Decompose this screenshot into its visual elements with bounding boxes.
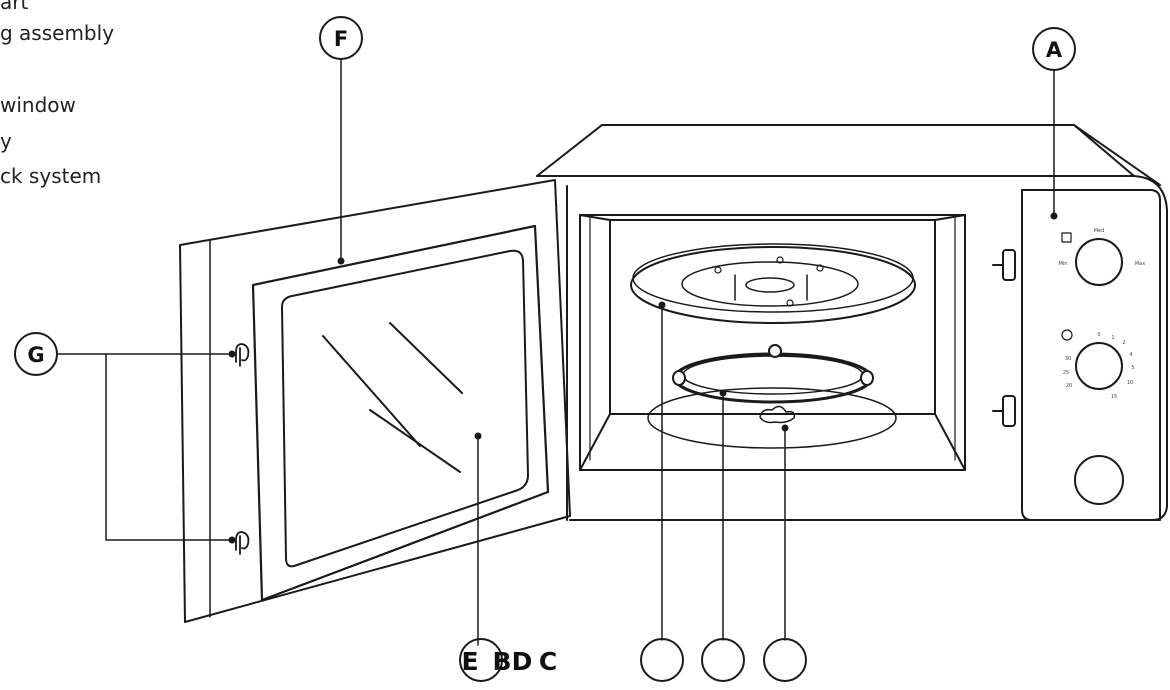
callout-circle-d <box>701 638 745 682</box>
door-inner-frame <box>251 224 550 602</box>
timer-tick-0: 0 <box>1097 332 1100 338</box>
microwave-body <box>536 124 1168 521</box>
legend-line-5: ck system <box>0 164 102 188</box>
legend-line-4: y <box>0 129 12 153</box>
timer-tick-1: 1 <box>1111 335 1114 341</box>
door-outer-frame <box>179 179 571 623</box>
legend-line-2: g assembly <box>0 21 115 45</box>
callout-circle-b <box>640 638 684 682</box>
timer-dial[interactable] <box>1075 342 1123 390</box>
timer-tick-30: 30 <box>1065 356 1071 362</box>
timer-tick-5: 5 <box>1131 365 1134 371</box>
timer-tick-10: 10 <box>1127 380 1133 386</box>
power-dial[interactable] <box>1075 238 1123 286</box>
callout-circle-f <box>319 16 363 60</box>
door-hook-bottom <box>235 531 250 555</box>
label-c: C <box>539 647 557 676</box>
timer-tick-20: 20 <box>1066 383 1072 389</box>
callout-letter-g: G <box>27 343 44 367</box>
turntable-coupler <box>759 405 796 424</box>
callout-circle-c <box>763 638 807 682</box>
callout-circle-g <box>14 332 58 376</box>
power-label-med: Med <box>1094 228 1105 234</box>
latch-receiver-top <box>992 249 1016 281</box>
timer-tick-15: 15 <box>1111 394 1117 400</box>
leader-g-bottom <box>105 353 233 541</box>
callout-circle-a <box>1032 27 1076 71</box>
door-hook-top <box>235 343 250 367</box>
control-panel <box>1021 189 1161 521</box>
callout-letter-a: A <box>1046 38 1063 62</box>
power-label-min: Min <box>1059 261 1068 267</box>
power-label-max: Max <box>1135 261 1145 267</box>
legend-line-1: art <box>0 0 29 14</box>
glass-tray <box>630 243 916 324</box>
callout-circle-e <box>459 638 503 682</box>
door-release-button[interactable] <box>1074 455 1124 505</box>
power-level-icon <box>1061 232 1072 243</box>
label-d: D <box>512 647 533 676</box>
timer-tick-2: 2 <box>1122 340 1125 346</box>
legend-line-3: window <box>0 93 76 117</box>
roller-ring <box>672 344 874 404</box>
label-b: B <box>492 647 511 676</box>
clock-icon <box>1061 329 1073 341</box>
label-e: E <box>461 647 478 676</box>
latch-receiver-bottom <box>992 395 1016 427</box>
timer-tick-25: 25 <box>1063 370 1069 376</box>
door-window <box>281 249 529 568</box>
timer-tick-4: 4 <box>1129 352 1132 358</box>
callout-letter-f: F <box>334 27 348 51</box>
cavity-floor-plate <box>647 387 897 449</box>
